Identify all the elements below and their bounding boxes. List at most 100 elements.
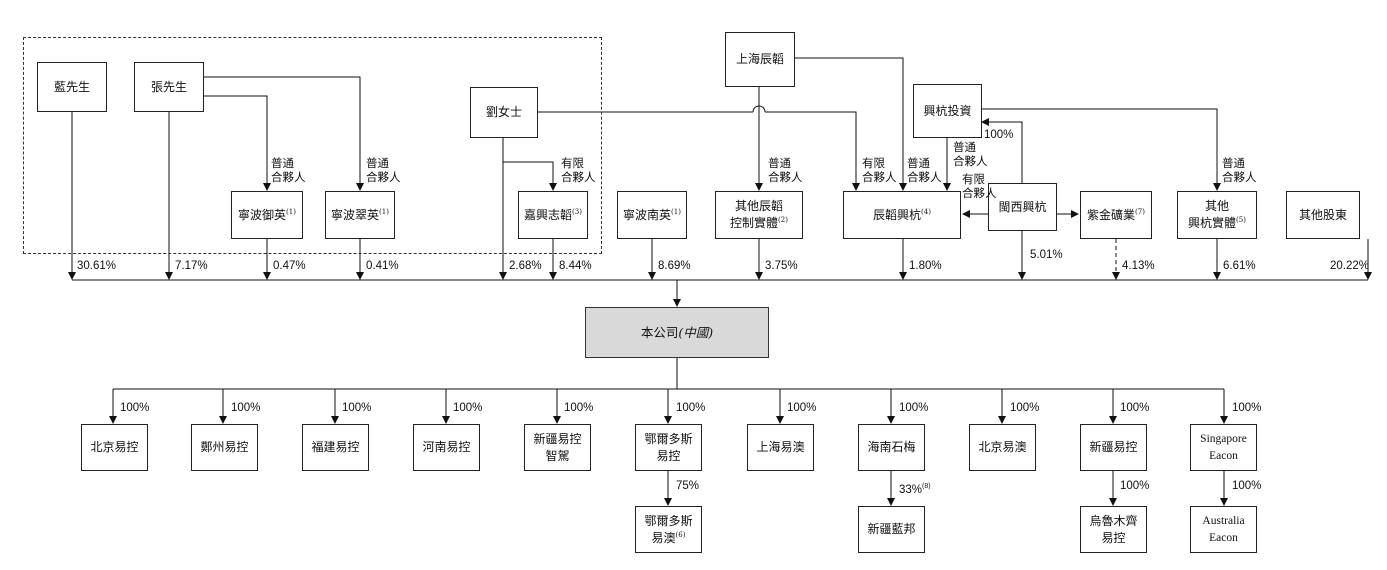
node-label-line2: Eacon bbox=[1209, 449, 1238, 462]
node-ningbo-yuying: 寧波御英(1) bbox=[231, 191, 303, 239]
lp-label-jiaxing: 有限合夥人 bbox=[561, 156, 596, 184]
pct-ningbo-cuiying: 0.41% bbox=[366, 260, 399, 272]
node-sub-henan-yikong: 河南易控 bbox=[413, 424, 480, 471]
node-label: 福建易控 bbox=[311, 440, 360, 454]
pct-sub-7: 100% bbox=[787, 402, 817, 414]
node-label: 鄭州易控 bbox=[200, 440, 249, 454]
pct-sub-4: 100% bbox=[453, 402, 483, 414]
pct-sub-8: 100% bbox=[899, 402, 929, 414]
pct-ordos-yiao: 75% bbox=[676, 480, 700, 492]
node-label: 寧波南英(1) bbox=[623, 207, 681, 222]
node-label: 紫金礦業(7) bbox=[1087, 207, 1145, 222]
pct-kaixi-to-investment: 100% bbox=[984, 129, 1014, 141]
node-sub-hainan-shimei: 海南石梅 bbox=[858, 424, 925, 471]
node-sub-beijing-yiao: 北京易澳 bbox=[969, 424, 1036, 471]
node-label: 張先生 bbox=[150, 79, 187, 94]
node-kaixi-xinghang: 閩西興杭 bbox=[988, 183, 1057, 231]
node-sub-xinjiang-yikong: 新疆易控 bbox=[1080, 424, 1147, 471]
pct-mr-zhang: 7.17% bbox=[175, 260, 208, 272]
node-label-line1: 新疆易控 bbox=[533, 431, 582, 446]
node-label: 新疆藍邦 bbox=[867, 522, 916, 536]
node-label: 上海易澳 bbox=[756, 440, 805, 454]
node-company: 本公司(中國) bbox=[585, 307, 769, 358]
node-label: 北京易控 bbox=[90, 440, 139, 454]
node-label: 寧波翠英(1) bbox=[331, 207, 389, 222]
node-zijin-mining: 紫金礦業(7) bbox=[1080, 191, 1152, 239]
pct-sub-10: 100% bbox=[1120, 402, 1150, 414]
node-sub-zhengzhou-yikong: 鄭州易控 bbox=[191, 424, 258, 471]
pct-sub-1: 100% bbox=[120, 402, 150, 414]
node-xinjiang-lanbang: 新疆藍邦 bbox=[858, 506, 925, 553]
node-sub-ordos-yikong: 鄂爾多斯 易控 bbox=[635, 424, 702, 471]
node-label: 寧波御英(1) bbox=[238, 207, 296, 222]
pct-sub-3: 100% bbox=[342, 402, 372, 414]
lp-label-chenhui-xinghang: 有限合夥人 bbox=[862, 156, 897, 184]
gp-label-other-chenhui: 普通合夥人 bbox=[768, 156, 803, 184]
pct-jiaxing-zhihui: 8.44% bbox=[559, 260, 592, 272]
pct-sub-6: 100% bbox=[676, 402, 706, 414]
gp-label-other-xinghang: 普通合夥人 bbox=[1222, 156, 1257, 184]
node-label-line2: 易控 bbox=[1101, 530, 1126, 545]
gp-label-cuiying: 普通合夥人 bbox=[366, 156, 401, 184]
node-label-line2: 易控 bbox=[656, 448, 681, 463]
node-other-shareholders: 其他股東 bbox=[1286, 191, 1360, 239]
pct-mr-lan: 30.61% bbox=[77, 260, 117, 272]
node-label: 嘉興志韜(3) bbox=[524, 207, 582, 222]
node-label-line2: 智駕 bbox=[545, 448, 570, 463]
pct-chenhui-xinghang: 1.80% bbox=[909, 260, 942, 272]
gp-label-yuying: 普通合夥人 bbox=[271, 156, 306, 184]
node-label-line2: 易澳(6) bbox=[651, 530, 686, 545]
node-label: 其他股東 bbox=[1298, 207, 1347, 222]
pct-sub-9: 100% bbox=[1010, 402, 1040, 414]
node-jiaxing-zhihui: 嘉興志韜(3) bbox=[518, 191, 588, 239]
concert-party-group bbox=[23, 37, 602, 254]
node-label-line1: 鄂爾多斯 bbox=[644, 513, 693, 528]
node-ningbo-nanying: 寧波南英(1) bbox=[617, 191, 687, 239]
node-urumqi-yikong: 烏魯木齊 易控 bbox=[1080, 506, 1147, 553]
node-label: 劉女士 bbox=[485, 105, 522, 119]
node-label: 藍先生 bbox=[53, 79, 90, 94]
pct-other-shareholders: 20.22% bbox=[1330, 260, 1370, 272]
pct-other-xinghang: 6.61% bbox=[1223, 260, 1256, 272]
node-label: 河南易控 bbox=[422, 440, 471, 454]
pct-zijin-mining: 4.13% bbox=[1122, 260, 1155, 272]
node-sub-fujian-yikong: 福建易控 bbox=[302, 424, 369, 471]
pct-ms-liu: 2.68% bbox=[509, 260, 542, 272]
node-label-line2: 控制實體(2) bbox=[730, 216, 788, 230]
pct-ningbo-nanying: 8.69% bbox=[658, 260, 691, 272]
gp-label-xinghang-investment: 普通合夥人 bbox=[953, 140, 988, 168]
node-sub-beijing-yikong: 北京易控 bbox=[81, 424, 148, 471]
node-ordos-yiao: 鄂爾多斯 易澳(6) bbox=[635, 506, 702, 553]
pct-kaixi-xinghang: 5.01% bbox=[1030, 249, 1063, 261]
node-shanghai-chenhui: 上海辰韜 bbox=[725, 32, 795, 87]
node-xinghang-investment: 興杭投資 bbox=[913, 84, 982, 138]
node-label: 辰韜興杭(4) bbox=[873, 207, 931, 222]
pct-xinjiang-lanbang: 33%(8) bbox=[899, 483, 931, 496]
node-chenhui-xinghang: 辰韜興杭(4) bbox=[843, 191, 961, 239]
node-label-line1: Singapore bbox=[1200, 432, 1247, 445]
node-label: 北京易澳 bbox=[978, 440, 1027, 454]
node-australia-eacon: Australia Eacon bbox=[1190, 506, 1257, 553]
node-label: 上海辰韜 bbox=[735, 52, 784, 66]
node-label-line1: 鄂爾多斯 bbox=[644, 431, 693, 446]
node-mr-lan: 藍先生 bbox=[37, 62, 107, 112]
node-label-line1: 其他辰韜 bbox=[734, 199, 783, 213]
pct-sub-2: 100% bbox=[231, 402, 261, 414]
node-label: 閩西興杭 bbox=[998, 199, 1047, 214]
pct-australia-eacon: 100% bbox=[1232, 480, 1262, 492]
node-other-xinghang: 其他 興杭實體(5) bbox=[1177, 191, 1257, 239]
pct-other-chenhui: 3.75% bbox=[765, 260, 798, 272]
lp-label-kaixi: 有限合夥人 bbox=[962, 172, 997, 200]
pct-sub-5: 100% bbox=[564, 402, 594, 414]
node-label: 興杭投資 bbox=[923, 103, 972, 118]
node-label-line2: Eacon bbox=[1209, 531, 1238, 544]
node-ningbo-cuiying: 寧波翠英(1) bbox=[325, 191, 395, 239]
node-label-line1: 其他 bbox=[1204, 199, 1229, 213]
node-label-line2: 興杭實體(5) bbox=[1188, 216, 1246, 230]
node-mr-zhang: 張先生 bbox=[134, 62, 204, 112]
node-sub-singapore-eacon: Singapore Eacon bbox=[1190, 424, 1257, 471]
gp-label-chenhui-xinghang: 普通合夥人 bbox=[907, 156, 942, 184]
node-other-chenhui: 其他辰韜 控制實體(2) bbox=[715, 191, 803, 239]
pct-urumqi-yikong: 100% bbox=[1120, 480, 1150, 492]
